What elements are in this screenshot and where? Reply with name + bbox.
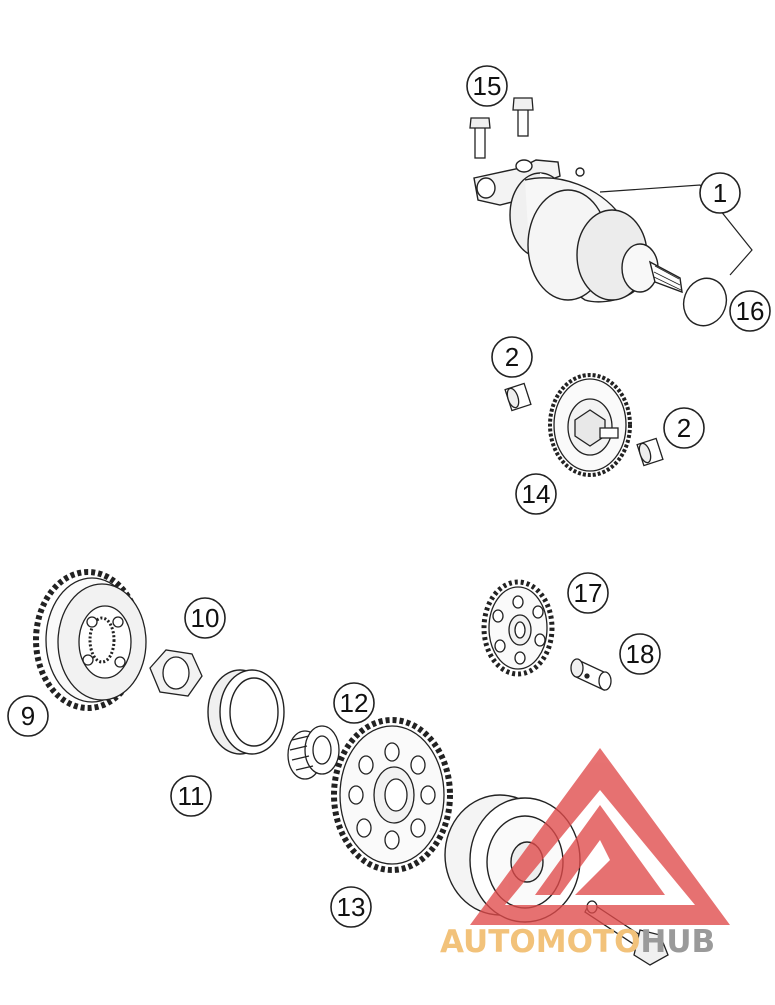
callout-12: 12 [333, 682, 375, 724]
freewheel-ring [207, 669, 285, 755]
needle-bearing-left [504, 382, 532, 412]
hex-nut [149, 649, 203, 697]
screws [469, 97, 534, 159]
callout-17: 17 [567, 572, 609, 614]
callout-10: 10 [184, 597, 226, 639]
watermark-logo [470, 748, 730, 925]
starter-gear-large [33, 569, 147, 711]
callout-9: 9 [7, 695, 49, 737]
svg-text:1: 1 [713, 178, 727, 208]
needle-cage [287, 725, 340, 780]
watermark-text: AUTOMOTOHUB [440, 924, 715, 960]
svg-text:10: 10 [191, 603, 220, 633]
starter-idler-gear [331, 717, 453, 873]
callout-11: 11 [170, 775, 212, 817]
callout-13: 13 [330, 886, 372, 928]
callout-2-lower: 2 [663, 407, 705, 449]
svg-text:12: 12 [340, 688, 369, 718]
intermediate-gear [548, 373, 632, 477]
svg-text:11: 11 [178, 781, 205, 811]
needle-bearing-right [636, 437, 664, 467]
callout-16: 16 [729, 290, 771, 332]
o-ring [682, 277, 728, 327]
svg-text:2: 2 [505, 342, 519, 372]
svg-text:14: 14 [522, 479, 551, 509]
svg-text:13: 13 [337, 892, 366, 922]
callout-18: 18 [619, 633, 661, 675]
callout-1: 1 [699, 172, 741, 214]
callout-14: 14 [515, 473, 557, 515]
svg-text:9: 9 [21, 701, 35, 731]
bushing [570, 658, 612, 691]
small-drive-gear [481, 579, 555, 677]
svg-text:17: 17 [574, 578, 603, 608]
starter-motor [473, 159, 683, 303]
watermark-triangle-icon [470, 748, 730, 925]
svg-text:2: 2 [677, 413, 691, 443]
callout-15: 15 [466, 65, 508, 107]
svg-text:16: 16 [736, 296, 765, 326]
callout-2-upper: 2 [491, 336, 533, 378]
svg-text:15: 15 [473, 71, 502, 101]
svg-text:18: 18 [626, 639, 655, 669]
